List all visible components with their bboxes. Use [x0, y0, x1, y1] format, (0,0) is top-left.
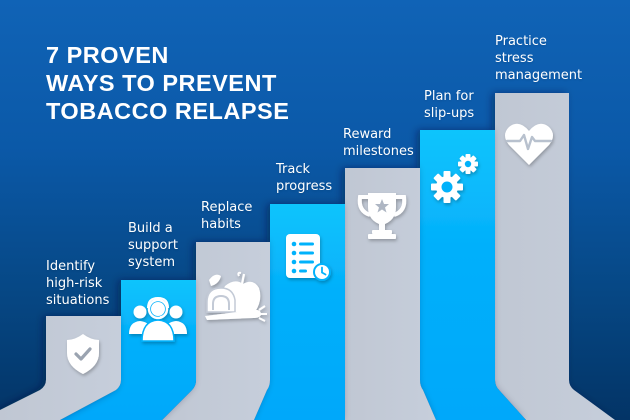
step-5-label: Reward milestones: [343, 126, 414, 160]
step-1-label-line: Identify: [46, 259, 96, 274]
step-4-label: Track progress: [276, 161, 332, 195]
title-line-1: 7 PROVEN: [46, 42, 169, 68]
step-1-label-line: high-risk: [46, 276, 103, 291]
step-7-label-line: stress: [495, 51, 534, 66]
step-2-label-line: system: [128, 255, 175, 270]
apple-carrot-icon: [205, 271, 267, 322]
title-line-2: WAYS TO PREVENT: [46, 70, 277, 96]
step-7-label-line: management: [495, 68, 583, 83]
step-4-label-line: progress: [276, 179, 333, 194]
trophy-star-icon: [357, 193, 407, 239]
step-1-label-line: situations: [46, 293, 110, 308]
page-title: 7 PROVEN WAYS TO PREVENT TOBACCO RELAPSE: [46, 41, 289, 125]
title-line-3: TOBACCO RELAPSE: [46, 98, 290, 124]
step-7-label-line: Practice: [495, 34, 547, 49]
heart-pulse-icon: [505, 123, 553, 165]
step-5-label-line: Reward: [343, 127, 392, 142]
step-6-label-line: slip-ups: [424, 106, 475, 121]
step-6-label-line: Plan for: [424, 89, 474, 104]
gears-icon: [431, 154, 478, 203]
shield-check-icon: [67, 334, 99, 374]
step-2-label-line: Build a: [128, 221, 173, 236]
step-7-column: [495, 93, 615, 420]
step-7-label: Practice stress management: [495, 33, 582, 84]
step-4-column: [254, 204, 345, 420]
checklist-clock-icon: [286, 234, 331, 281]
step-5-label-line: milestones: [343, 144, 414, 159]
support-team-headset-icon: [129, 296, 187, 342]
step-6-label: Plan for slip-ups: [424, 88, 474, 122]
step-2-label-line: support: [128, 238, 178, 253]
step-5-column: [345, 168, 436, 420]
step-3-label-line: Replace: [201, 200, 253, 215]
step-3-label-line: habits: [201, 217, 241, 232]
step-4-label-line: Track: [276, 162, 311, 177]
step-3-label: Replace habits: [201, 199, 252, 233]
step-2-label: Build a support system: [128, 220, 178, 271]
step-1-label: Identify high-risk situations: [46, 258, 109, 309]
